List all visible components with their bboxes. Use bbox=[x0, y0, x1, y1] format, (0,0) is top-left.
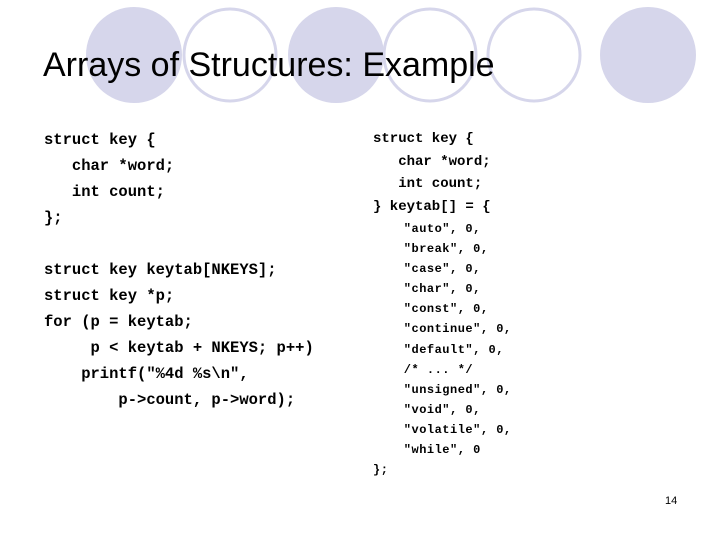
circle-filled-3 bbox=[600, 7, 696, 103]
circle-outline-2 bbox=[382, 7, 478, 103]
page-number: 14 bbox=[665, 495, 678, 507]
left-code-block: struct key { char *word; int count; }; s… bbox=[44, 131, 314, 409]
circle-outline-1 bbox=[182, 7, 278, 103]
slide-title: Arrays of Structures: Example bbox=[43, 46, 495, 84]
circle-filled-1 bbox=[86, 7, 182, 103]
right-code-header: struct key { char *word; int count; } ke… bbox=[373, 131, 491, 215]
decorative-circles bbox=[86, 7, 696, 103]
right-code-body: "auto", 0, "break", 0, "case", 0, "char"… bbox=[373, 222, 512, 478]
circle-outline-3 bbox=[486, 7, 582, 103]
circle-filled-2 bbox=[288, 7, 384, 103]
